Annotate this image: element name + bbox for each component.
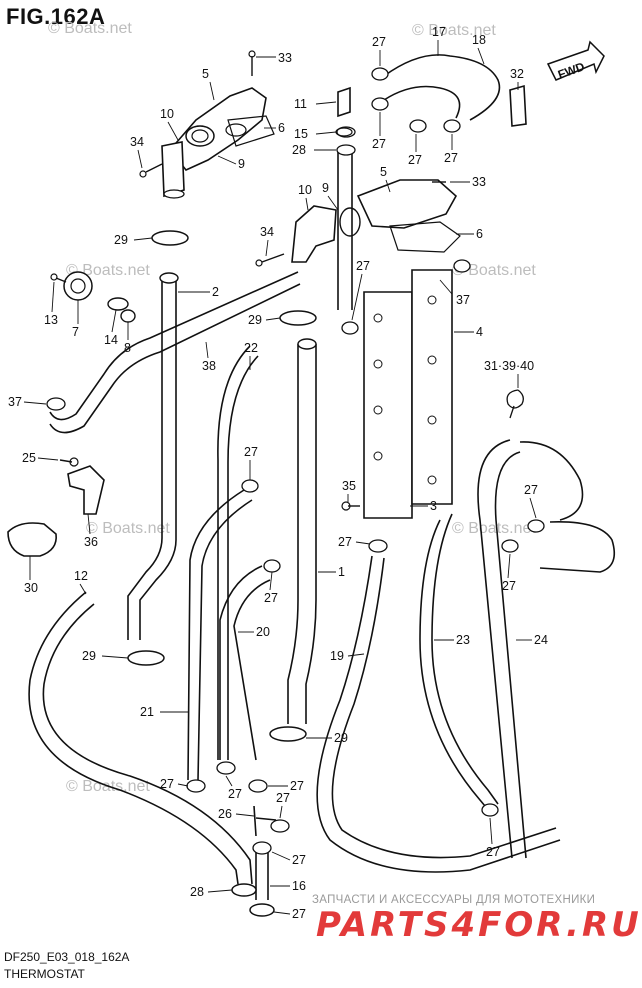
figure-title: FIG.162A xyxy=(6,4,106,29)
callout-27: 27 xyxy=(276,791,290,805)
diagram-code: DF250_E03_018_162A xyxy=(4,950,130,964)
cover-plate xyxy=(363,269,453,519)
callout-29: 29 xyxy=(114,233,128,247)
thermostat-housing-left xyxy=(139,50,275,199)
callout-27: 27 xyxy=(338,535,352,549)
callout-10: 10 xyxy=(160,107,174,121)
callout-6: 6 xyxy=(476,227,483,241)
fwd-badge: FWD xyxy=(546,40,605,82)
callout-36: 36 xyxy=(84,535,98,549)
callout-13: 13 xyxy=(44,313,58,327)
shop-tagline: ЗАПЧАСТИ И АКСЕССУАРЫ ДЛЯ МОТОТЕХНИКИ xyxy=(312,894,596,906)
callout-21: 21 xyxy=(140,705,154,719)
callout-6: 6 xyxy=(278,121,285,135)
callout-27: 27 xyxy=(228,787,242,801)
watermark: © Boats.net xyxy=(452,520,536,537)
callout-20: 20 xyxy=(256,625,270,639)
callout-38: 38 xyxy=(202,359,216,373)
callouts: 33 5 10 34 6 9 29 11 15 28 27 17 18 32 2… xyxy=(8,25,548,921)
callout-10: 10 xyxy=(298,183,312,197)
callout-9: 9 xyxy=(322,181,329,195)
callout-8: 8 xyxy=(124,341,131,355)
callout-28: 28 xyxy=(292,143,306,157)
shop-logo: PARTS4FOR.RU xyxy=(316,905,642,945)
callout-29: 29 xyxy=(334,731,348,745)
callout-27: 27 xyxy=(444,151,458,165)
callout-27: 27 xyxy=(160,777,174,791)
hoses xyxy=(28,54,616,900)
callout-12: 12 xyxy=(74,569,88,583)
callout-4: 4 xyxy=(476,325,483,339)
callout-5: 5 xyxy=(202,67,209,81)
callout-7: 7 xyxy=(72,325,79,339)
callout-11: 11 xyxy=(294,97,307,111)
callout-27: 27 xyxy=(292,853,306,867)
callout-24: 24 xyxy=(534,633,548,647)
callout-32: 32 xyxy=(510,67,524,81)
watermark: © Boats.net xyxy=(452,262,536,279)
callout-27: 27 xyxy=(408,153,422,167)
watermark: © Boats.net xyxy=(412,22,496,39)
callout-27: 27 xyxy=(372,137,386,151)
callout-33: 33 xyxy=(472,175,486,189)
callout-34: 34 xyxy=(130,135,144,149)
callout-18: 18 xyxy=(472,33,486,47)
diagram-subtitle: THERMOSTAT xyxy=(4,967,85,981)
callout-35: 35 xyxy=(342,479,356,493)
callout-5: 5 xyxy=(380,165,387,179)
callout-22: 22 xyxy=(244,341,258,355)
watermark: © Boats.net xyxy=(48,20,132,37)
callout-37: 37 xyxy=(456,293,470,307)
callout-27: 27 xyxy=(244,445,258,459)
callout-9: 9 xyxy=(238,157,245,171)
callout-30: 30 xyxy=(24,581,38,595)
callout-27: 27 xyxy=(524,483,538,497)
thermostat-housing-right xyxy=(255,179,461,267)
small-parts xyxy=(7,84,527,837)
callout-27: 27 xyxy=(292,907,306,921)
callout-27: 27 xyxy=(356,259,370,273)
callout-29: 29 xyxy=(82,649,96,663)
callout-3: 3 xyxy=(430,499,437,513)
callout-25: 25 xyxy=(22,451,36,465)
callout-23: 23 xyxy=(456,633,470,647)
callout-27: 27 xyxy=(290,779,304,793)
callout-27: 27 xyxy=(264,591,278,605)
callout-34: 34 xyxy=(260,225,274,239)
callout-14: 14 xyxy=(104,333,118,347)
callout-26: 26 xyxy=(218,807,232,821)
callout-16: 16 xyxy=(292,879,306,893)
callout-17: 17 xyxy=(432,25,446,39)
callout-37: 37 xyxy=(8,395,22,409)
callout-28: 28 xyxy=(190,885,204,899)
callout-27: 27 xyxy=(486,845,500,859)
callout-27: 27 xyxy=(502,579,516,593)
callout-33: 33 xyxy=(278,51,292,65)
callout-19: 19 xyxy=(330,649,344,663)
callout-29: 29 xyxy=(248,313,262,327)
callout-27: 27 xyxy=(372,35,386,49)
callout-1: 1 xyxy=(338,565,345,579)
callout-2: 2 xyxy=(212,285,219,299)
callout-15: 15 xyxy=(294,127,308,141)
thermostat-diagram: FWD xyxy=(7,25,616,921)
callout-31-39-40: 31·39·40 xyxy=(484,359,534,373)
watermark: © Boats.net xyxy=(86,520,170,537)
